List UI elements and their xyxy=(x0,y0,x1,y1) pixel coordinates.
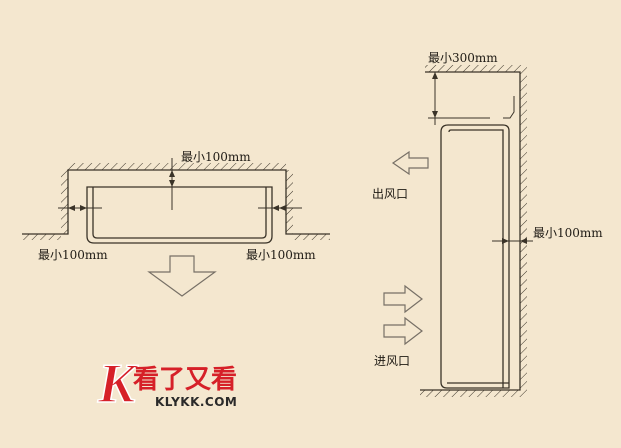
ceiling-recess-outline xyxy=(22,169,330,235)
floor-standing-unit-diagram xyxy=(383,65,533,397)
side-gap-arrow-right xyxy=(502,238,509,244)
ceiling-gap-arrow-up xyxy=(169,170,175,177)
ceiling-hatch xyxy=(425,65,527,72)
air-inlet-label: 进风口 xyxy=(374,354,410,368)
recess-hatch-left-floor xyxy=(22,234,61,240)
air-inlet-arrow-lower xyxy=(383,316,423,346)
ceiling-gap-label: 最小100mm xyxy=(181,150,251,164)
top-gap-label: 最小300mm xyxy=(428,51,498,65)
wall-unit-outer xyxy=(86,186,273,244)
cabinet-unit-outer xyxy=(440,124,510,389)
air-inlet-arrow-upper xyxy=(383,284,423,314)
top-gap-arrow-down xyxy=(432,111,438,118)
right-gap-label: 最小100mm xyxy=(246,248,316,262)
wall-unit-inner xyxy=(92,187,267,239)
recess-hatch-right-floor xyxy=(293,234,330,240)
recess-hatch-right-wall xyxy=(286,170,293,234)
left-gap-arrow-left xyxy=(68,205,75,211)
klykk-logo: K 看了又看 KLYKK.COM xyxy=(96,352,237,416)
logo-url-text: KLYKK.COM xyxy=(155,395,237,409)
air-outlet-label: 出风口 xyxy=(372,187,408,201)
side-gap-arrow-left xyxy=(520,238,527,244)
right-gap-arrow-left xyxy=(279,205,286,211)
wall-hatch xyxy=(520,72,527,397)
right-gap-arrow-right xyxy=(272,205,279,211)
air-outlet-arrow xyxy=(391,150,429,176)
cabinet-pipe xyxy=(503,96,515,119)
recess-hatch-top xyxy=(68,163,286,170)
side-gap-label: 最小100mm xyxy=(533,226,603,240)
floor-hatch xyxy=(420,390,520,397)
top-gap-arrow-up xyxy=(432,72,438,79)
wall-mounted-unit-diagram xyxy=(22,158,330,297)
ceiling-gap-arrow-down xyxy=(169,180,175,187)
logo-chinese-text: 看了又看 xyxy=(133,365,237,395)
left-gap-label: 最小100mm xyxy=(38,248,108,262)
airflow-down-arrow xyxy=(147,255,217,297)
cabinet-unit-inner xyxy=(448,129,504,388)
recess-hatch-left-wall xyxy=(61,170,68,234)
left-gap-arrow-right xyxy=(80,205,87,211)
logo-letter-k: K xyxy=(97,353,139,415)
